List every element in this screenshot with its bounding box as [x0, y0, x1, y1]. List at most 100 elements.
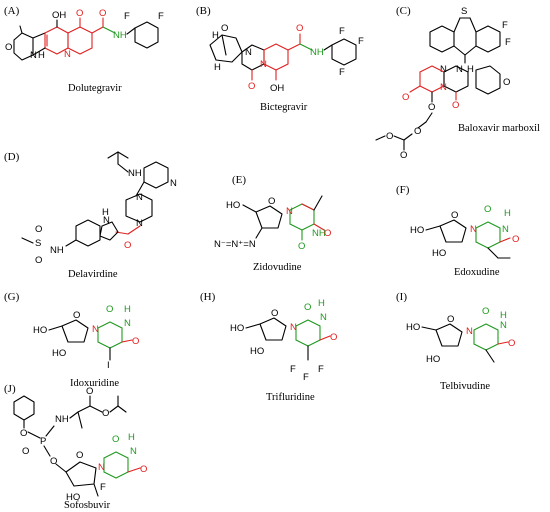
atom-o-red-c1: O	[402, 92, 409, 103]
compound-name-c: Baloxavir marboxil	[458, 123, 540, 134]
atom-nh-b: NH	[310, 47, 324, 58]
atom-ho-i2: HO	[426, 354, 440, 365]
compound-name-g: Idoxuridine	[70, 378, 119, 389]
piperazine-ring-d	[125, 193, 153, 223]
compound-name-j: Sofosbuvir	[64, 500, 111, 511]
panel-j: (J) O P O NH O O O O HO F N O H N	[4, 383, 147, 511]
atom-o-red-h: O	[330, 332, 337, 343]
atom-o-red-d: O	[124, 240, 131, 251]
atom-n-green-f: N	[502, 224, 509, 235]
atom-o-red-c2: O	[452, 100, 459, 111]
atom-ho-h1: HO	[230, 323, 244, 334]
atom-o-green-f: O	[484, 204, 491, 215]
atom-o-red-a: O	[76, 8, 83, 19]
benzo-ring-right	[475, 25, 501, 53]
atom-n-red-c: N	[440, 82, 447, 93]
panel-h: (H) HO O HO N O H N O F F F Trifluridine	[200, 291, 337, 403]
compound-name-i: Telbivudine	[440, 381, 490, 392]
atom-n-a1: N	[30, 50, 37, 61]
pyridinone-ring-b-red	[263, 43, 289, 71]
difluorophenyl-ring	[134, 21, 159, 49]
panel-label-b: (B)	[196, 5, 211, 17]
atom-o-h: O	[271, 308, 278, 319]
atom-n-red-f: N	[470, 224, 477, 235]
atom-ho-f1: HO	[410, 225, 424, 236]
atom-f-h3: F	[318, 364, 324, 375]
pyridine-ring-red	[67, 26, 93, 55]
uracil-ring-j	[103, 451, 129, 479]
atom-n-d4: N	[103, 215, 110, 226]
atom-o-amide-a: O	[99, 8, 106, 19]
compound-name-h: Trifluridine	[266, 392, 315, 403]
atom-o: O	[5, 42, 12, 53]
panel-c: (C) S F F N N H O O O N O O O	[375, 5, 540, 161]
atom-n-d2: N	[136, 192, 143, 203]
atom-o-green-e: O	[298, 241, 305, 252]
atom-ho-g2: HO	[52, 348, 66, 359]
pyridine-ring-d	[143, 161, 169, 189]
sugar-ring-f	[439, 219, 467, 243]
compound-name-e: Zidovudine	[253, 262, 302, 273]
atom-n-red-i: N	[466, 326, 473, 337]
atom-o-g: O	[73, 310, 80, 321]
atom-n-red-b: N	[260, 59, 267, 70]
uracil-ring-g	[97, 321, 123, 349]
phenyl-ring-j	[13, 395, 35, 421]
panel-label-i: (I)	[396, 291, 407, 303]
atom-ho-e: HO	[226, 200, 240, 211]
atom-o-green-j: O	[112, 434, 119, 445]
atom-o-green-i: O	[482, 306, 489, 317]
atom-n-green-h: N	[320, 312, 327, 323]
atom-n-red-e: N	[286, 206, 293, 217]
atom-n-b1: N	[245, 47, 252, 58]
atom-o-red-b1: O	[248, 81, 255, 92]
compound-name-a: Dolutegravir	[68, 83, 122, 94]
methyl-bond	[19, 25, 23, 34]
sugar-ring-e	[255, 205, 283, 229]
atom-o-d2: O	[35, 255, 42, 266]
atom-o-amide-b: O	[296, 23, 303, 34]
panel-f: (F) HO O HO N O H N O Edoxudine	[396, 184, 519, 278]
atom-o-red-f: O	[512, 234, 519, 245]
atom-nh-d1: NH	[128, 168, 142, 179]
atom-p-j: P	[40, 436, 46, 447]
atom-o-c3: O	[414, 126, 421, 137]
sugar-ring-h	[259, 317, 287, 341]
panel-b: (B) H O H N O OH N O NH F F F Bictegravi…	[196, 5, 364, 113]
panel-label-f: (F)	[396, 184, 410, 196]
compound-name-f: Edoxudine	[454, 267, 500, 278]
atom-f-j: F	[100, 482, 106, 493]
atom-n-d3: N	[136, 218, 143, 229]
benzo-ring-left	[429, 25, 455, 53]
compound-name-d: Delavirdine	[68, 269, 118, 280]
atom-h-a: H	[38, 50, 45, 61]
atom-o-red-i: O	[508, 338, 515, 349]
atom-o-c5: O	[386, 131, 393, 142]
atom-o-j4: O	[102, 408, 109, 419]
atom-h-green-j: H	[128, 432, 135, 443]
atom-n-red-j: N	[98, 462, 105, 473]
atom-n-green-i: N	[500, 320, 507, 331]
atom-o-j6: O	[76, 450, 83, 461]
atom-nh-a: NH	[113, 30, 127, 41]
sugar-ring-j	[65, 461, 97, 487]
compound-name-b: Bictegravir	[260, 102, 308, 113]
panel-label-a: (A)	[4, 5, 20, 17]
atom-h-b2: H	[214, 62, 221, 73]
atom-i-g: I	[107, 360, 110, 371]
atom-f-a1: F	[124, 11, 130, 22]
uracil-ring-f	[475, 221, 501, 249]
panel-label-j: (J)	[4, 383, 16, 395]
thymine-ring-i	[473, 323, 499, 351]
atom-o-red-j: O	[140, 464, 147, 475]
atom-ho-g1: HO	[33, 325, 47, 336]
atom-o-c4: O	[400, 150, 407, 161]
panel-d: (D) NH N N N O H N NH S O O Delavirdine	[4, 151, 177, 280]
atom-o-j3: O	[86, 386, 93, 397]
panel-i: (I) HO O HO N O H N O Telbivudine	[396, 291, 515, 392]
atom-o-i: O	[447, 314, 454, 325]
atom-o-j2: O	[22, 446, 29, 457]
atom-h-b1: H	[212, 30, 219, 41]
uracil-ring-h	[295, 319, 321, 347]
